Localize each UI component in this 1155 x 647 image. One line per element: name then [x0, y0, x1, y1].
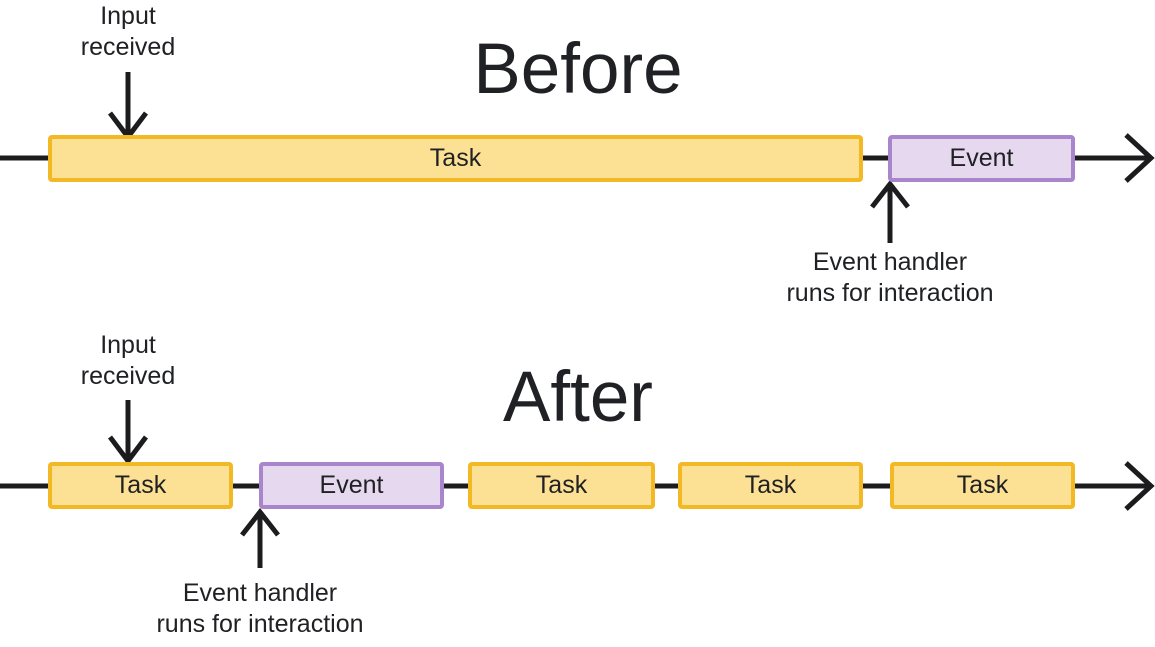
after-input-arrow	[108, 400, 148, 466]
after-input-received-line2: received	[80, 362, 176, 390]
before-input-received-line2: received	[80, 33, 176, 61]
before-event-label: Event	[949, 144, 1014, 172]
after-task-3-label: Task	[744, 471, 797, 499]
after-task-1-label: Task	[114, 471, 167, 499]
before-event-handler-line1: Event handler	[812, 248, 968, 276]
before-section-title: Before	[473, 30, 683, 109]
before-input-received-line1: Input	[100, 2, 156, 30]
after-task-4-label: Task	[956, 471, 1009, 499]
after-input-received-line1: Input	[100, 331, 156, 359]
before-input-received-label: Input received	[48, 1, 208, 63]
after-event-handler-line1: Event handler	[182, 579, 338, 607]
before-event-box: Event	[888, 135, 1075, 182]
after-task-box-3: Task	[678, 462, 863, 509]
before-input-arrow	[108, 72, 148, 142]
after-handler-arrow	[240, 507, 280, 568]
after-task-box-1: Task	[48, 462, 233, 509]
after-task-2-label: Task	[535, 471, 588, 499]
before-task-bar: Task	[48, 135, 863, 182]
before-handler-arrow	[870, 179, 910, 243]
before-event-handler-label: Event handler runs for interaction	[750, 247, 1030, 309]
after-event-handler-label: Event handler runs for interaction	[120, 578, 400, 640]
after-event-handler-line2: runs for interaction	[156, 610, 364, 638]
after-task-box-4: Task	[890, 462, 1075, 509]
after-section-title: After	[503, 358, 653, 437]
before-event-handler-line2: runs for interaction	[786, 279, 994, 307]
after-task-box-2: Task	[468, 462, 655, 509]
before-task-label: Task	[429, 144, 482, 172]
after-event-box: Event	[259, 462, 444, 509]
after-event-label: Event	[319, 471, 384, 499]
after-input-received-label: Input received	[48, 330, 208, 392]
